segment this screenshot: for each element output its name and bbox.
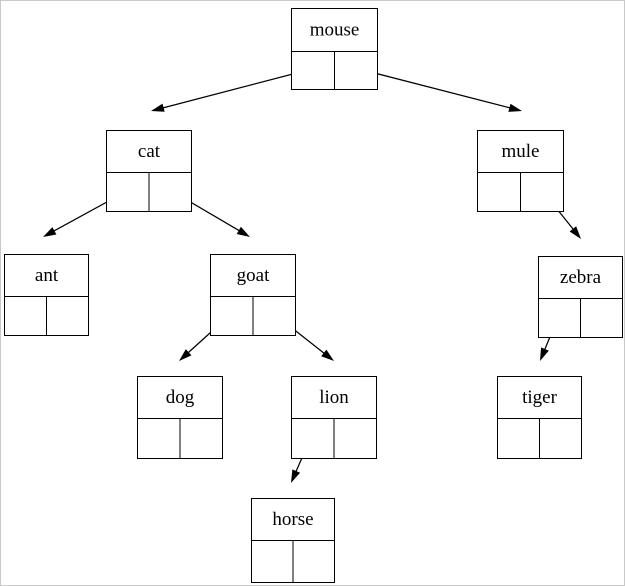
edge-arrowhead — [508, 103, 522, 112]
edge-arrowhead — [43, 227, 57, 237]
node-label-ant: ant — [35, 265, 59, 286]
node-label-mule: mule — [502, 141, 540, 162]
tree-node-dog[interactable]: dog — [136, 375, 224, 460]
edge-arrowhead — [321, 349, 334, 361]
tree-node-cat[interactable]: cat — [105, 129, 193, 213]
tree-node-mouse[interactable]: mouse — [290, 7, 379, 91]
tree-node-tiger[interactable]: tiger — [496, 375, 583, 460]
edge-arrowhead — [151, 103, 165, 112]
node-label-mouse: mouse — [310, 19, 360, 40]
nodes-layer: mouse cat mule ant goat zebra dog lion tiger hors… — [3, 7, 624, 584]
edge-arrowhead — [291, 469, 301, 483]
tree-node-ant[interactable]: ant — [3, 253, 90, 337]
node-label-horse: horse — [272, 509, 313, 530]
node-label-dog: dog — [166, 387, 195, 408]
tree-node-horse[interactable]: horse — [250, 497, 336, 584]
tree-node-mule[interactable]: mule — [476, 129, 565, 213]
tree-node-goat[interactable]: goat — [209, 253, 297, 337]
edge-arrowhead — [569, 226, 581, 239]
tree-edge-mouse-to-cat — [151, 68, 313, 112]
tree-edge-mouse-to-mule — [354, 67, 522, 112]
tree-node-lion[interactable]: lion — [290, 375, 378, 460]
node-label-tiger: tiger — [522, 387, 557, 408]
edge-arrowhead — [236, 226, 250, 237]
node-label-zebra: zebra — [560, 267, 602, 288]
edge-arrowhead — [540, 347, 549, 361]
edge-line — [354, 67, 512, 109]
node-label-goat: goat — [237, 265, 270, 286]
node-label-lion: lion — [319, 387, 349, 408]
node-label-cat: cat — [138, 141, 161, 162]
tree-node-zebra[interactable]: zebra — [537, 255, 624, 339]
edge-line — [161, 68, 313, 109]
edge-arrowhead — [179, 349, 192, 361]
